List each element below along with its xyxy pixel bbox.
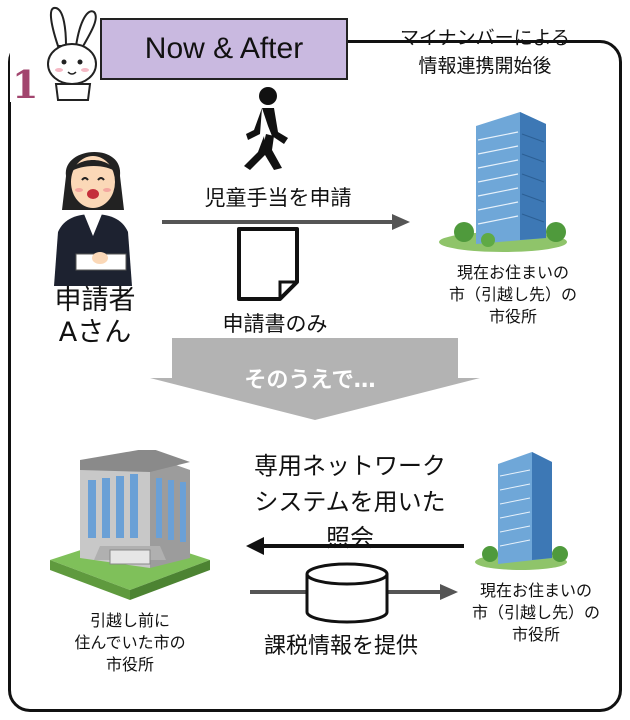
skyscraper-icon: [439, 112, 567, 252]
apply-arrow: [162, 214, 410, 230]
walking-person-icon: [244, 87, 288, 170]
rabbit-mascot-icon: [10, 2, 110, 102]
page-title: Now & After: [144, 32, 304, 65]
previous-city-office-label-line2: 住んでいた市の: [74, 633, 186, 652]
network-query-line2: システムを用いた: [254, 488, 446, 516]
skyscraper-icon: [475, 452, 568, 570]
current-city-office-label: 現在お住まいの 市（引越し先）の 市役所: [428, 262, 598, 328]
previous-city-office-label: 引越し前に 住んでいた市の 市役所: [40, 610, 220, 676]
document-icon: [237, 227, 299, 301]
current-city-office-label-line2: 市（引越し先）の: [448, 285, 577, 304]
transition-label: そのうえで…: [244, 368, 376, 393]
apply-action-label: 児童手当を申請: [204, 186, 352, 210]
transition-down-arrow: [150, 338, 480, 420]
network-query-line1: 専用ネットワーク: [254, 452, 446, 480]
current-city-office-label-line3: 市役所: [488, 307, 537, 326]
previous-city-office-label-line1: 引越し前に: [89, 611, 170, 630]
applicant-label-line1: 申請者: [54, 285, 136, 316]
current-city-office-label-line1: 現在お住まいの: [456, 263, 569, 282]
page-title-box: Now & After: [100, 18, 348, 80]
applicant-woman-icon: [54, 151, 132, 286]
applicant-label-line2: Aさん: [58, 317, 132, 348]
applicant-label: 申請者 Aさん: [40, 285, 150, 349]
header-subtitle-line2: 情報連携開始後: [418, 55, 552, 77]
header-subtitle-line1: マイナンバーによる: [399, 27, 571, 49]
current-city-office-label-2-line2: 市（引越し先）の: [471, 603, 600, 622]
network-query-label: 専用ネットワーク システムを用いた 照会: [230, 448, 470, 556]
government-building-icon: [50, 450, 210, 600]
query-arrow: [246, 537, 464, 555]
database-icon: [305, 562, 389, 624]
current-city-office-label-2: 現在お住まいの 市（引越し先）の 市役所: [446, 580, 626, 646]
previous-city-office-label-line3: 市役所: [105, 655, 154, 674]
document-label: 申請書のみ: [222, 312, 328, 336]
header-subtitle: マイナンバーによる 情報連携開始後: [370, 24, 600, 80]
current-city-office-label-2-line3: 市役所: [511, 625, 560, 644]
current-city-office-label-2-line1: 現在お住まいの: [479, 581, 592, 600]
provide-tax-info-label: 課税情報を提供: [263, 634, 418, 659]
step-number-badge: 1: [12, 62, 39, 107]
